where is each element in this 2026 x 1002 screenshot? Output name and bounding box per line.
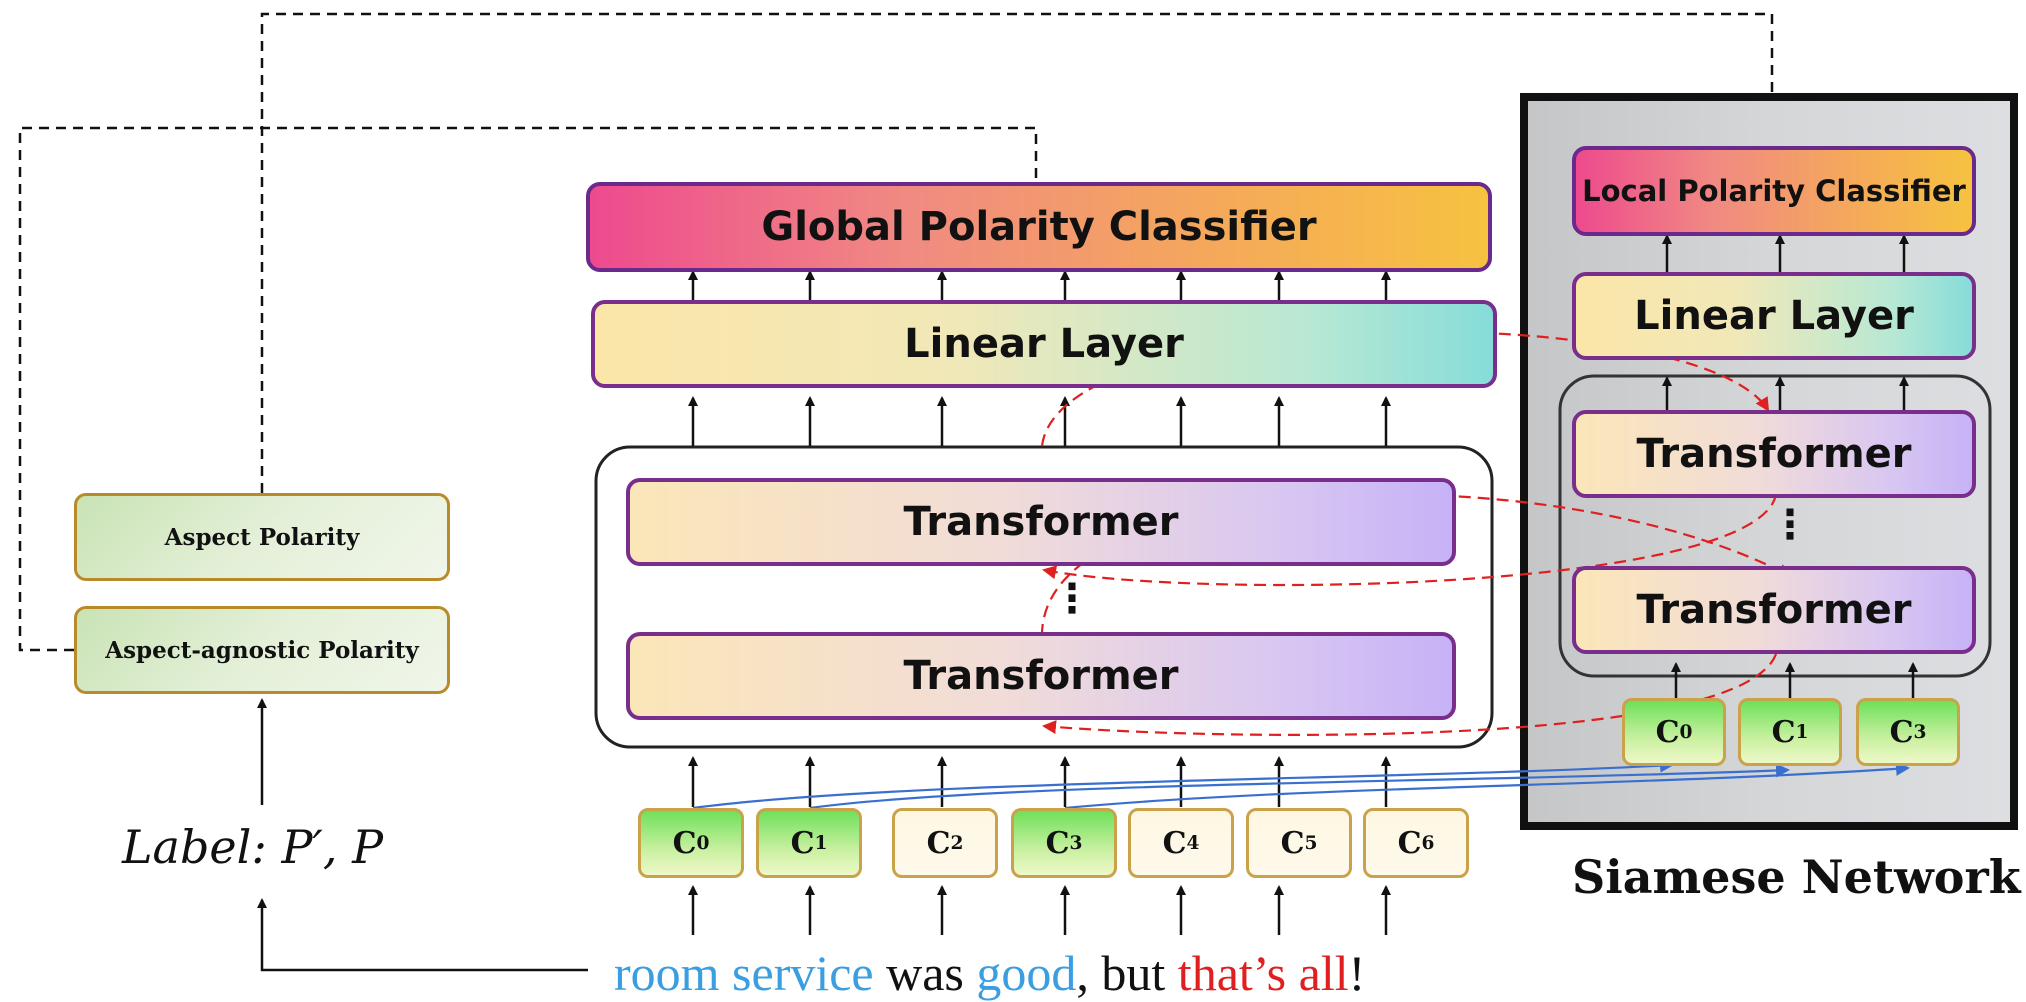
input-arrows — [688, 885, 1391, 935]
label-prefix: Label — [122, 820, 252, 874]
aspect-polarity-box: Aspect Polarity — [74, 493, 450, 581]
dashed-link-aspect-polarity — [260, 12, 1774, 493]
linear-layer-label: Linear Layer — [904, 321, 1184, 367]
siamese-transformer-bottom-label: Transformer — [1636, 587, 1912, 633]
siamese-arrows — [1662, 234, 1918, 698]
siamese-transformer-top: Transformer — [1572, 410, 1976, 498]
aspect-agnostic-label: Aspect-agnostic Polarity — [105, 636, 419, 664]
dashed-link-aspect-agnostic — [18, 126, 1038, 652]
siamese-network-title: Siamese Network — [1572, 850, 2021, 904]
sentence-word-was: was — [873, 945, 977, 1001]
transformer-top: Transformer — [626, 478, 1456, 566]
aspect-polarity-label: Aspect Polarity — [164, 523, 360, 551]
linear-layer-siamese: Linear Layer — [1572, 272, 1976, 360]
main-transformer-container — [594, 445, 1494, 749]
stack-arrows — [688, 396, 1391, 446]
siamese-stack-ellipsis: ⋮ — [1770, 502, 1810, 548]
token-mapping-curves — [692, 758, 1910, 810]
linear-layer-main: Linear Layer — [591, 300, 1497, 388]
siamese-transformer-bottom: Transformer — [1572, 566, 1976, 654]
stack-ellipsis: ⋮ — [1052, 576, 1092, 622]
global-classifier-label: Global Polarity Classifier — [761, 204, 1317, 250]
sentence-exclamation: ! — [1348, 945, 1366, 1001]
label-formula: Label: P′, P — [122, 820, 383, 874]
sentence-word-good: good — [976, 945, 1077, 1001]
siamese-transformer-top-label: Transformer — [1636, 431, 1912, 477]
sentence-aspect-room-service: room service — [614, 945, 874, 1001]
aspect-agnostic-polarity-box: Aspect-agnostic Polarity — [74, 606, 450, 694]
transformer-top-label: Transformer — [903, 499, 1179, 545]
linear-layer-siamese-label: Linear Layer — [1634, 293, 1914, 339]
transformer-bottom: Transformer — [626, 632, 1456, 720]
sentence-word-but: , but — [1076, 945, 1178, 1001]
token-arrows — [688, 756, 1391, 807]
global-polarity-classifier: Global Polarity Classifier — [586, 182, 1492, 272]
label-value: : P′, P — [251, 820, 384, 874]
linear-arrows — [688, 270, 1391, 300]
local-classifier-label: Local Polarity Classifier — [1582, 174, 1966, 208]
input-sentence: room service was good, but that’s all! — [614, 944, 1365, 1002]
local-polarity-classifier: Local Polarity Classifier — [1572, 146, 1976, 236]
sentence-to-label-arrow — [257, 898, 588, 972]
sentence-phrase-thats-all: that’s all — [1177, 945, 1349, 1001]
transformer-bottom-label: Transformer — [903, 653, 1179, 699]
